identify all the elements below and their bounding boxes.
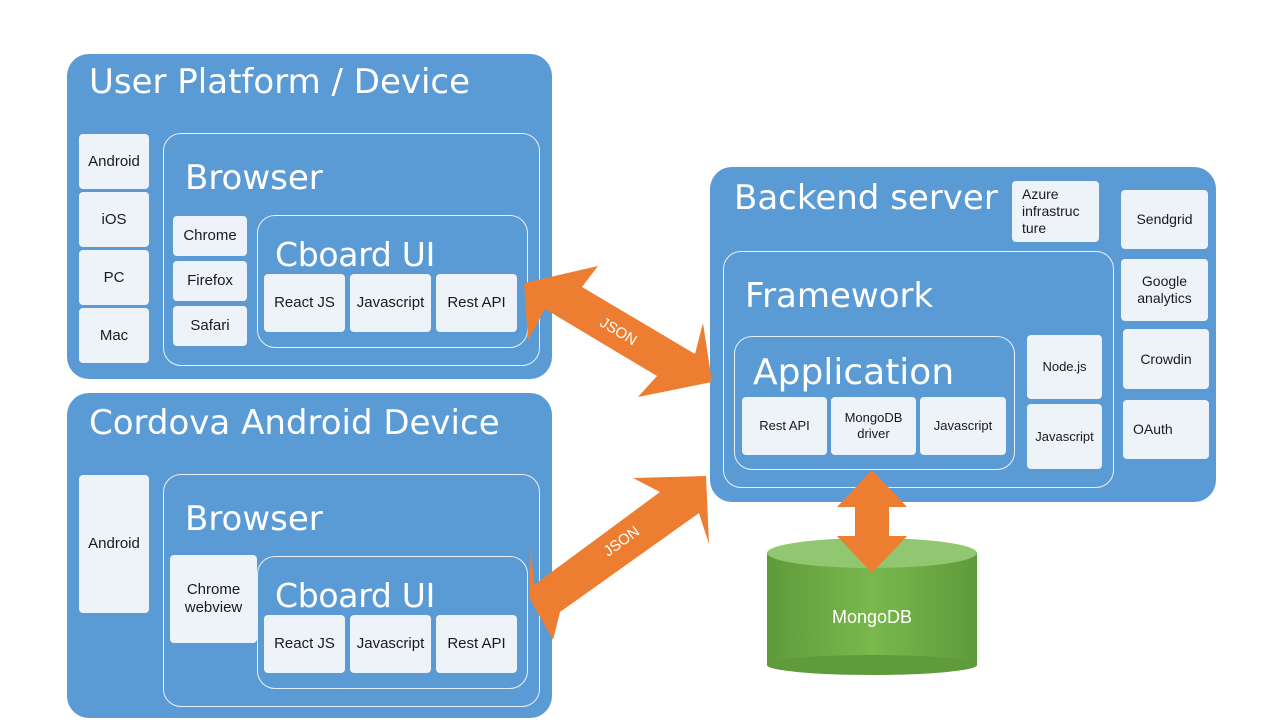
device-pc: PC xyxy=(79,250,149,305)
service-crowdin: Crowdin xyxy=(1123,329,1209,389)
app-mongodb-driver: MongoDB driver xyxy=(831,397,916,455)
backend-panel: Backend server Azure infrastruc ture Sen… xyxy=(710,167,1216,502)
application-frame: Application Rest API MongoDB driver Java… xyxy=(734,336,1015,470)
app-rest-api: Rest API xyxy=(742,397,827,455)
cboard-ui-title: Cboard UI xyxy=(275,235,436,274)
cboard-javascript: Javascript xyxy=(350,274,431,332)
browser-safari: Safari xyxy=(173,306,247,346)
service-oauth: OAuth xyxy=(1123,400,1209,459)
framework-nodejs: Node.js xyxy=(1027,335,1102,399)
cordova-panel: Cordova Android Device Android Browser C… xyxy=(67,393,552,718)
device-mac: Mac xyxy=(79,308,149,363)
cordova-cboard-ui-title: Cboard UI xyxy=(275,576,436,615)
browser-chrome: Chrome xyxy=(173,216,247,256)
cordova-browser-title: Browser xyxy=(185,499,323,539)
cordova-cboard-ui-frame: Cboard UI React JS Javascript Rest API xyxy=(257,556,528,689)
framework-title: Framework xyxy=(745,276,934,316)
json-arrow-bottom xyxy=(529,476,709,640)
chrome-webview: Chrome webview xyxy=(170,555,257,643)
app-javascript: Javascript xyxy=(920,397,1006,455)
user-platform-title: User Platform / Device xyxy=(89,62,471,102)
cordova-cboard-rest-api: Rest API xyxy=(436,615,517,673)
service-google-analytics: Google analytics xyxy=(1121,259,1208,321)
browser-firefox: Firefox xyxy=(173,261,247,301)
user-platform-panel: User Platform / Device Android iOS PC Ma… xyxy=(67,54,552,379)
backend-title: Backend server xyxy=(734,178,998,218)
azure-infrastructure: Azure infrastruc ture xyxy=(1012,181,1099,242)
cboard-ui-frame: Cboard UI React JS Javascript Rest API xyxy=(257,215,528,348)
framework-frame: Framework Node.js Javascript Application… xyxy=(723,251,1114,488)
framework-javascript: Javascript xyxy=(1027,404,1102,469)
mongodb-label: MongoDB xyxy=(832,607,912,627)
cordova-browser-frame: Browser Chrome webview Cboard UI React J… xyxy=(163,474,540,707)
cordova-cboard-javascript: Javascript xyxy=(350,615,431,673)
application-title: Application xyxy=(753,352,955,393)
cboard-rest-api: Rest API xyxy=(436,274,517,332)
json-arrow-top xyxy=(524,266,712,397)
cordova-title: Cordova Android Device xyxy=(89,403,500,443)
browser-title: Browser xyxy=(185,158,323,198)
service-sendgrid: Sendgrid xyxy=(1121,190,1208,249)
device-ios: iOS xyxy=(79,192,149,247)
cordova-cboard-react-js: React JS xyxy=(264,615,345,673)
device-android: Android xyxy=(79,134,149,189)
cordova-device-android: Android xyxy=(79,475,149,613)
browser-frame: Browser Chrome Firefox Safari Cboard UI … xyxy=(163,133,540,366)
cboard-react-js: React JS xyxy=(264,274,345,332)
db-arrow xyxy=(837,470,907,573)
